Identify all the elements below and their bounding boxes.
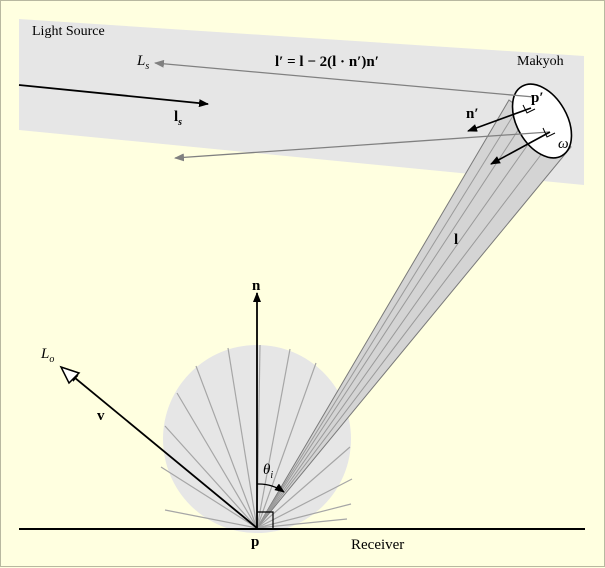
ls-vector-label: ls bbox=[174, 109, 183, 128]
vector-ls bbox=[18, 84, 209, 108]
cone-rays bbox=[256, 102, 560, 529]
reflected-ray-Ls bbox=[154, 59, 535, 98]
n-vector-label: n bbox=[252, 278, 261, 294]
n-prime-label: n′ bbox=[466, 106, 479, 122]
Lo-eye-marker bbox=[59, 365, 81, 385]
vector-v bbox=[68, 372, 258, 529]
theta-label: θi bbox=[263, 462, 274, 481]
right-angle-at-p bbox=[257, 511, 274, 528]
omega-label: ω bbox=[558, 136, 569, 152]
light-source-label: Light Source bbox=[32, 24, 105, 39]
receiver-label: Receiver bbox=[351, 537, 405, 553]
Ls-label: Ls bbox=[137, 53, 150, 72]
reflected-ray-lower bbox=[174, 131, 550, 162]
theta-arc bbox=[256, 483, 285, 493]
makyoh-label: Makyoh bbox=[517, 54, 564, 69]
vector-n-prime-lower bbox=[490, 131, 551, 165]
reflection-formula: l′ = l − 2(l · n′)n′ bbox=[275, 54, 379, 70]
Lo-label: Lo bbox=[41, 346, 55, 365]
vector-n-prime bbox=[467, 107, 532, 132]
l-vector-label: l bbox=[454, 232, 459, 248]
v-vector-label: v bbox=[97, 408, 105, 424]
right-angle-mark-upper bbox=[522, 104, 536, 114]
p-prime-label: p′ bbox=[531, 90, 544, 106]
right-angle-mark-lower bbox=[542, 127, 556, 138]
p-label: p bbox=[251, 534, 260, 550]
